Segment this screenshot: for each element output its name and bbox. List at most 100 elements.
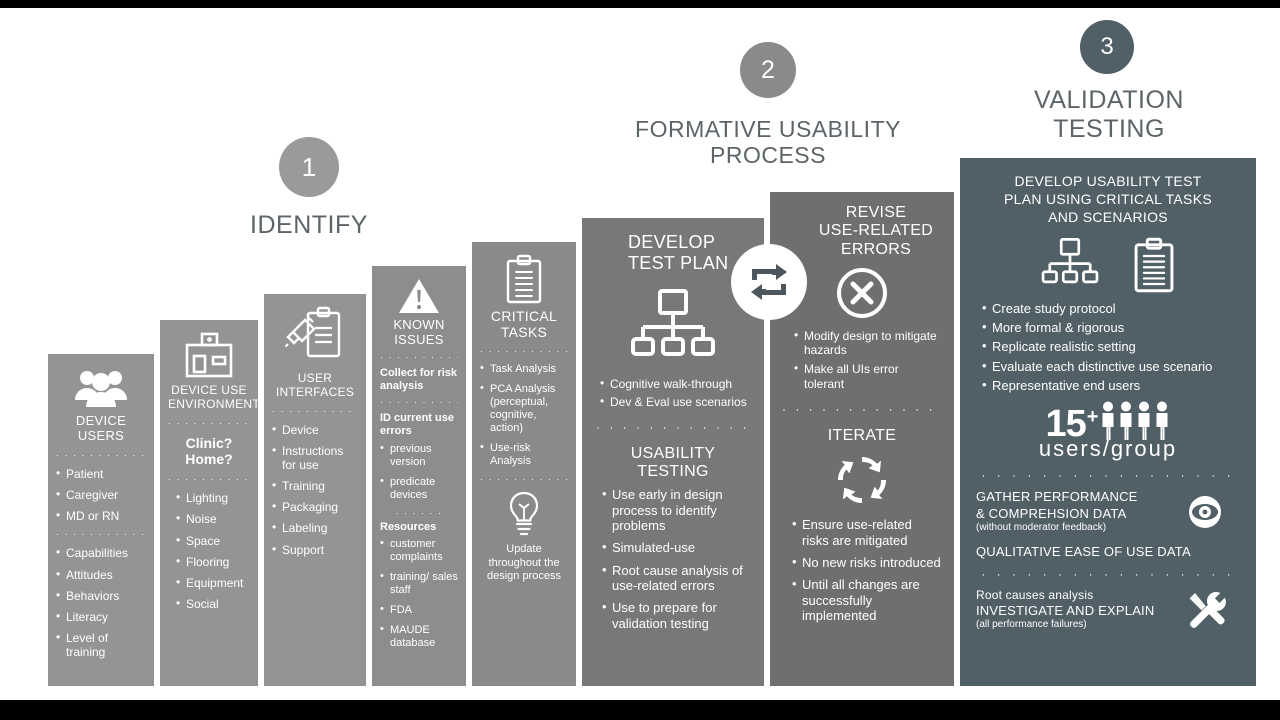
- val-root-causes: Root causes analysis: [976, 588, 1094, 603]
- list-item: No new risks introduced: [792, 554, 942, 570]
- ki-sub1: Collect for risk analysis: [380, 366, 458, 393]
- infographic-canvas: 1 IDENTIFY 2 FORMATIVE USABILITY PROCESS…: [0, 8, 1280, 700]
- env-sub-line1: Clinic?: [185, 434, 233, 451]
- val-stat-label: users/group: [1038, 436, 1178, 462]
- dot-divider: · · · · · · · · · · · · · ·: [782, 402, 942, 415]
- env-sub: Clinic? Home?: [168, 435, 250, 469]
- list-item: Until all changes are successfully imple…: [792, 576, 942, 623]
- device-use-env-heading: DEVICE USE ENVIRONMENT: [168, 383, 258, 412]
- list-item: Noise: [176, 511, 250, 526]
- val-investigate: INVESTIGATE AND EXPLAIN: [976, 603, 1155, 619]
- repeat-loop-badge: [731, 244, 807, 320]
- device-users-heading: DEVICE USERS: [56, 413, 146, 444]
- phase-1-number: 1: [301, 152, 317, 182]
- list-item: Use to prepare for validation testing: [602, 599, 750, 631]
- rev-bullets-b: Ensure use-related risks are mitigated N…: [782, 516, 942, 623]
- dot-divider: · · · · · · · · · · · · · · · · ·: [981, 469, 1235, 482]
- list-item: Cognitive walk-through: [600, 376, 750, 391]
- val-investigate-note: (all performance failures): [976, 619, 1087, 631]
- list-item: MAUDE database: [380, 623, 458, 650]
- phase-2-number: 2: [761, 55, 775, 84]
- list-item: Space: [176, 532, 250, 548]
- dot-divider: · · · · · · · · · · · · · · ·: [56, 450, 146, 460]
- val-gather-line1: GATHER PERFORMANCE: [976, 489, 1138, 505]
- phase-3-title-line1: VALIDATION: [1034, 86, 1184, 114]
- list-item: Task Analysis: [480, 362, 568, 376]
- hospital-building-icon: [168, 330, 250, 378]
- list-item: Root cause analysis of use-related error…: [602, 562, 750, 594]
- list-item: Flooring: [176, 554, 250, 569]
- list-item: PCA Analysis (perceptual, cognitive, act…: [480, 382, 568, 435]
- cycle-arrows-icon: [782, 451, 942, 507]
- val-stat-number: 15: [1045, 403, 1087, 446]
- list-item: Behaviors: [56, 588, 146, 603]
- list-item: Training: [272, 478, 358, 493]
- val-heading-line2: PLAN USING CRITICAL TASKS: [1004, 191, 1212, 208]
- phase-2-title: FORMATIVE USABILITY PROCESS: [600, 116, 936, 169]
- phase-1-title-text: IDENTIFY: [250, 211, 368, 239]
- dot-divider: · · · · · · · · · · · · · ·: [272, 406, 358, 416]
- list-item: Labeling: [272, 520, 358, 535]
- circle-x-icon: [782, 265, 942, 319]
- list-item: FDA: [380, 603, 458, 617]
- rev-heading-line2: USE-RELATED: [818, 222, 934, 240]
- clipboard-list-icon: [480, 252, 568, 304]
- person-icon: [1120, 401, 1132, 441]
- phase-2-circle: 2: [740, 42, 796, 98]
- dot-divider: · · · · · · · · · · · · · ·: [168, 418, 250, 428]
- phase-3-title: VALIDATION TESTING: [966, 86, 1252, 144]
- column-device-use-environment: DEVICE USE ENVIRONMENT · · · · · · · · ·…: [160, 320, 258, 686]
- column-validation-testing: DEVELOP USABILITY TEST PLAN USING CRITIC…: [960, 158, 1256, 686]
- val-gather-line2: & COMPREHSION DATA: [976, 505, 1127, 521]
- column-user-interfaces: USER INTERFACES · · · · · · · · · · · · …: [264, 294, 366, 686]
- dtp-bullets-a: Cognitive walk-through Dev & Eval use sc…: [596, 376, 750, 408]
- eye-icon: [1188, 495, 1222, 529]
- dot-divider: · · · · · · · · · · · · · · ·: [596, 420, 750, 433]
- val-gather-note: (without moderator feedback): [976, 521, 1107, 533]
- ki-heading-line1: KNOWN: [393, 317, 445, 332]
- rev-heading-line3: ERRORS: [840, 240, 912, 258]
- people-row: [1100, 401, 1170, 441]
- list-item: previous version: [380, 442, 458, 469]
- rev-heading: REVISE USE-RELATED ERRORS: [782, 204, 942, 259]
- list-item: Use-risk Analysis: [480, 441, 568, 468]
- org-chart-icon: [596, 285, 750, 369]
- list-item: Use early in design process to identify …: [602, 486, 750, 533]
- val-qualitative: QUALITATIVE EASE OF USE DATA: [976, 543, 1191, 559]
- org-chart-icon: [1039, 237, 1101, 293]
- device-users-heading-line1: DEVICE: [75, 413, 127, 428]
- dtp-bullets-b: Use early in design process to identify …: [596, 486, 750, 631]
- phase-3-circle: 3: [1080, 20, 1134, 74]
- list-item: Instructions for use: [272, 443, 358, 472]
- list-item: Simulated-use: [602, 539, 750, 555]
- list-item: Social: [176, 596, 250, 611]
- known-issues-heading: KNOWN ISSUES: [380, 317, 458, 348]
- list-item: Attitudes: [56, 566, 146, 582]
- ki-bullets-a: previous version predicate devices: [380, 442, 458, 502]
- ki-sub2: ID current use errors: [380, 412, 454, 438]
- phase-1-circle: 1: [279, 137, 339, 197]
- list-item: Evaluate each distinctive use scenario: [982, 358, 1240, 374]
- list-item: Modify design to mitigate hazards: [794, 328, 942, 357]
- dtp-section-title: USABILITY TESTING: [630, 444, 716, 481]
- people-group-icon: [56, 364, 146, 408]
- phase-3-number: 3: [1100, 33, 1114, 60]
- dot-divider: · · · · · ·: [395, 508, 443, 518]
- env-sub-line2: Home?: [185, 451, 233, 468]
- list-item: Ensure use-related risks are mitigated: [792, 516, 942, 548]
- ki-heading-line2: ISSUES: [394, 331, 444, 347]
- dot-divider: · · · · · · · · · · · · · ·: [168, 475, 250, 485]
- list-item: Literacy: [56, 609, 146, 624]
- user-interfaces-bullets: Device Instructions for use Training Pac…: [272, 422, 358, 557]
- syringe-clipboard-icon: [272, 304, 358, 366]
- device-users-heading-line2: USERS: [77, 427, 125, 443]
- ui-heading-line2: INTERFACES: [275, 384, 355, 399]
- list-item: Device: [272, 422, 358, 437]
- ct-footer-text: Update throughout the design process: [487, 542, 561, 583]
- column-critical-tasks: CRITICAL TASKS · · · · · · · · · · · · ·…: [472, 242, 576, 686]
- ct-heading-line1: CRITICAL: [490, 308, 558, 324]
- critical-tasks-bullets: Task Analysis PCA Analysis (perceptual, …: [480, 362, 568, 468]
- person-icon: [1102, 401, 1114, 441]
- device-users-bullets-b: Capabilities Attitudes Behaviors Literac…: [56, 545, 146, 659]
